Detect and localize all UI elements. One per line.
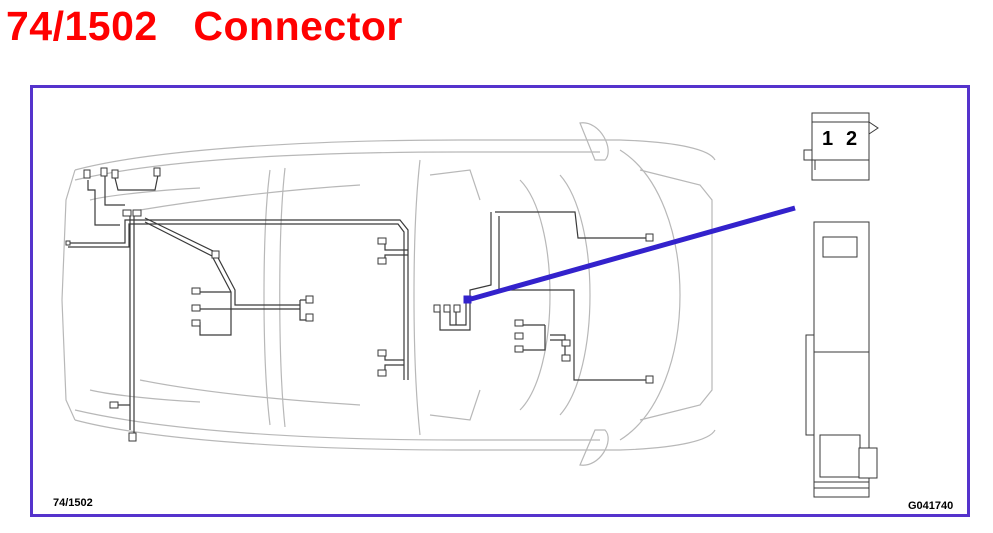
connector-pin-1: 1 [822,128,834,150]
figure-id-label: G041740 [908,500,954,512]
connector-terminals [65,167,654,442]
wiring-harness [68,174,648,438]
diagram-frame [30,85,970,517]
connector-pin-2: 2 [846,128,858,150]
diagram-code-label: 74/1502 [53,497,93,509]
connector-side-view [805,221,878,498]
page-title: 74/1502 Connector [6,3,403,49]
connector-front-view [803,112,879,181]
car-body-outline [61,122,716,466]
highlighted-connector [463,205,796,304]
